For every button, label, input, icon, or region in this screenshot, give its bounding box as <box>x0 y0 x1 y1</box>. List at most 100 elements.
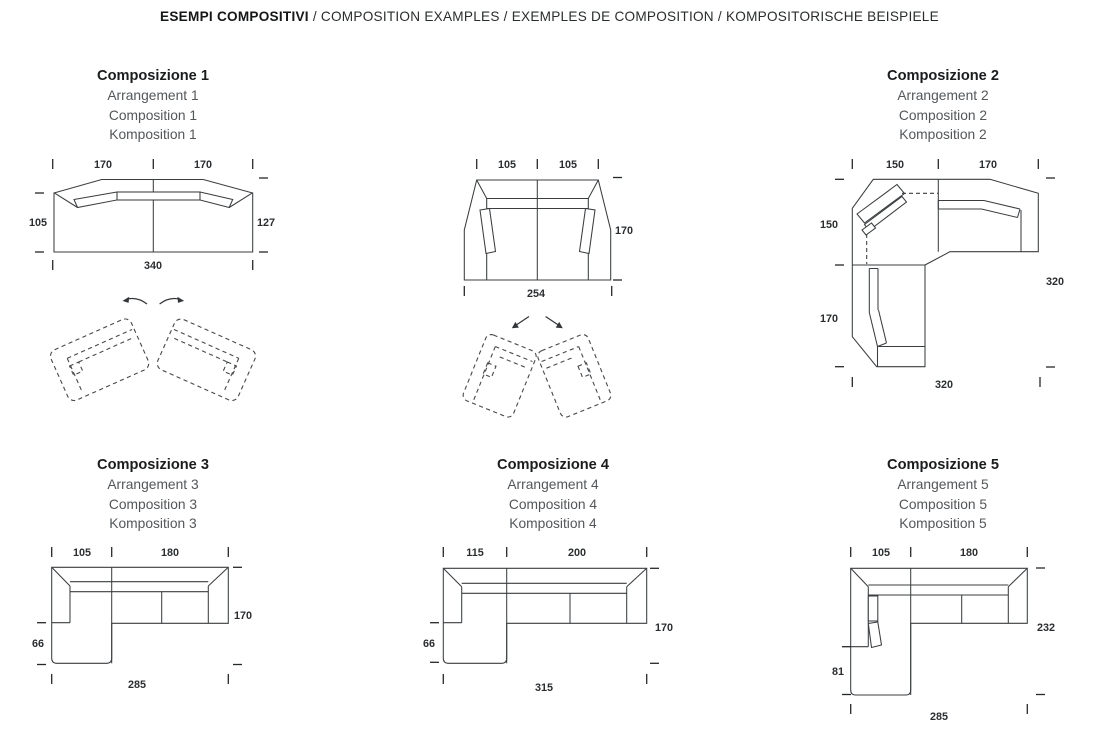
swivel-module-right <box>537 334 612 418</box>
two-seater-plan: 105 105 170 254 <box>463 159 633 300</box>
armrest-pad-left <box>479 207 497 255</box>
dimension-ticks <box>37 547 242 684</box>
bottom-module-arm-line <box>876 345 925 367</box>
rotate-left-arrowhead <box>511 321 519 329</box>
armrest-left <box>51 566 71 624</box>
bottom-module-back-band <box>868 267 888 347</box>
armrest-right <box>207 566 229 624</box>
rotate-left-arrow <box>126 297 148 305</box>
dim-left-lower: 170 <box>820 313 838 325</box>
two-seater-swivel-diagram <box>462 315 612 418</box>
dim-left: 105 <box>29 217 47 229</box>
rotate-right-arrow <box>159 297 180 305</box>
composition-1-title: Composizione 1 <box>97 68 209 84</box>
dim-top-left: 105 <box>498 159 516 171</box>
composition-2-subtitle-fr: Composition 2 <box>898 107 988 123</box>
composition-4-title: Composizione 4 <box>497 457 609 473</box>
dim-top-right: 105 <box>559 159 577 171</box>
armrest-right <box>1007 567 1028 624</box>
composition-1-title-block: Composizione 1 Arrangement 1 Composition… <box>43 67 263 144</box>
composition-2-subtitle-en: Arrangement 2 <box>897 88 989 104</box>
composition-1-plan: 170 170 105 127 340 <box>29 159 275 272</box>
dim-left: 66 <box>423 638 435 650</box>
rotate-right-arrowhead <box>177 296 185 303</box>
dimension-ticks <box>430 547 659 684</box>
rotate-right-arrowhead <box>555 321 563 329</box>
armrest-pad-upper <box>867 595 879 622</box>
swivel-module-right <box>156 318 257 402</box>
swivel-module-left <box>462 334 537 418</box>
composition-2-title-block: Composizione 2 Arrangement 2 Composition… <box>833 67 1053 144</box>
dimension-ticks <box>463 159 622 296</box>
composition-1-subtitle-en: Arrangement 1 <box>107 88 199 104</box>
dim-left: 66 <box>32 638 44 650</box>
dim-left-upper: 150 <box>820 219 838 231</box>
dim-top-left: 105 <box>872 547 890 559</box>
composition-5-subtitle-fr: Composition 5 <box>898 496 988 512</box>
dim-right: 320 <box>1046 276 1064 288</box>
composition-5-plan: 105 180 81 232 285 <box>832 547 1055 723</box>
dim-right: 170 <box>655 622 673 634</box>
dim-top-right: 170 <box>979 159 997 171</box>
dim-top-right: 170 <box>194 159 212 171</box>
dim-right: 127 <box>257 217 275 229</box>
rotate-right-arrow <box>545 315 560 327</box>
armrest-line-right <box>228 192 253 208</box>
composition-2-plan: 150 170 150 170 320 320 <box>820 159 1064 391</box>
dim-top-left: 105 <box>73 547 91 559</box>
composition-4-title-block: Composizione 4 Arrangement 4 Composition… <box>443 456 663 533</box>
dim-top-left: 150 <box>886 159 904 171</box>
dim-right: 170 <box>615 225 633 237</box>
dim-bottom: 340 <box>144 260 162 272</box>
dim-top-right: 180 <box>161 547 179 559</box>
composition-3-subtitle-en: Arrangement 3 <box>107 477 199 493</box>
back-cushion-center <box>116 191 201 201</box>
sofa-outline <box>442 567 648 664</box>
composition-2-title: Composizione 2 <box>887 68 999 84</box>
dim-bottom: 315 <box>535 682 553 694</box>
composition-5-title-block: Composizione 5 Arrangement 5 Composition… <box>833 456 1053 533</box>
composition-1-subtitle-de: Komposition 1 <box>109 126 197 142</box>
back-cushion-left <box>73 191 118 209</box>
dimension-ticks <box>835 159 1055 387</box>
dim-left: 81 <box>832 666 844 678</box>
dim-bottom: 285 <box>128 679 146 691</box>
armrest-pad-right <box>578 207 596 255</box>
composition-3-subtitle-de: Komposition 3 <box>109 515 197 531</box>
dim-right: 170 <box>234 610 252 622</box>
backrest-top-line <box>476 179 599 200</box>
armrest-line-left <box>53 192 78 208</box>
page-title-bold: ESEMPI COMPOSITIVI <box>160 9 309 24</box>
composition-1-swivel-diagram <box>49 296 257 402</box>
dim-top-left: 170 <box>94 159 112 171</box>
composition-3-plan: 105 180 66 170 285 <box>32 547 252 691</box>
sofa-outline <box>851 178 1039 368</box>
backrest-band <box>70 581 209 593</box>
composition-4-subtitle-de: Komposition 4 <box>509 515 597 531</box>
armrest-left <box>442 567 463 624</box>
dimension-ticks <box>842 547 1045 714</box>
dim-top-left: 115 <box>466 547 483 559</box>
right-module-back-band <box>937 199 1021 219</box>
composition-4-subtitle-fr: Composition 4 <box>508 496 598 512</box>
dim-bottom: 320 <box>935 379 953 391</box>
page-title: ESEMPI COMPOSITIVI / COMPOSITION EXAMPLE… <box>0 9 1099 24</box>
composition-1-subtitle-fr: Composition 1 <box>108 107 198 123</box>
dim-right: 232 <box>1037 622 1055 634</box>
backrest-band <box>461 582 627 594</box>
composition-3-subtitle-fr: Composition 3 <box>108 496 198 512</box>
dim-bottom: 285 <box>930 711 948 723</box>
swivel-module-left <box>49 318 150 402</box>
rotate-left-arrowhead <box>122 296 130 303</box>
composition-3-title: Composizione 3 <box>97 457 209 473</box>
composition-5-subtitle-de: Komposition 5 <box>899 515 987 531</box>
backrest-band <box>868 584 1009 596</box>
composition-5-title: Composizione 5 <box>887 457 999 473</box>
back-cushion-right <box>199 191 234 209</box>
armrest-left <box>850 567 869 648</box>
composition-2-subtitle-de: Komposition 2 <box>899 126 987 142</box>
armrest-right <box>626 567 648 624</box>
dim-top-right: 200 <box>568 547 586 559</box>
composition-5-subtitle-en: Arrangement 5 <box>897 477 989 493</box>
